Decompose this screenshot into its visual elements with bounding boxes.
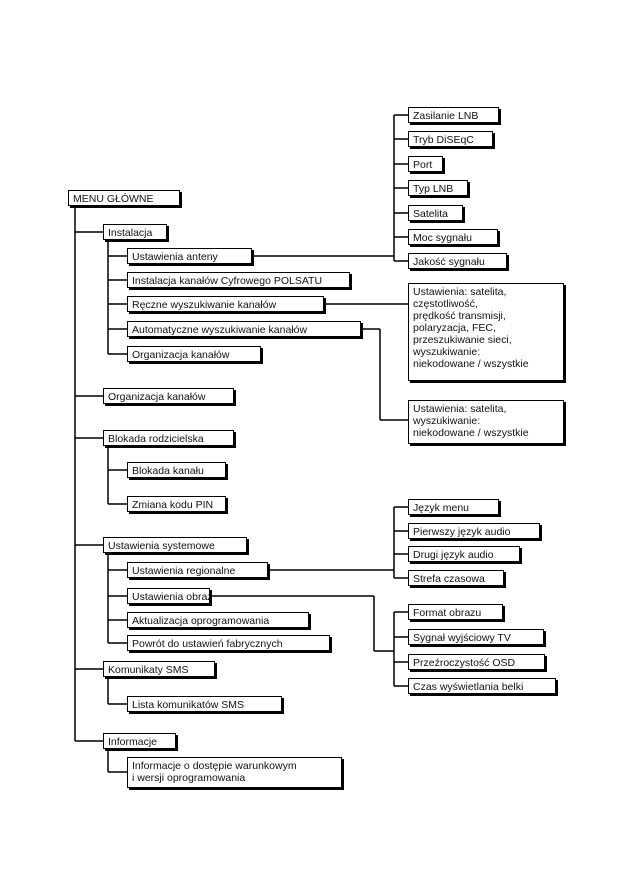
regional-param-strefa: Strefa czasowa: [408, 570, 504, 586]
menu-powrot-fabryczne: Powrót do ustawień fabrycznych: [127, 635, 330, 651]
manual-search-settings: Ustawienia: satelita, częstotliwość, prę…: [408, 283, 564, 381]
regional-param-pierwszy-audio: Pierwszy język audio: [408, 523, 540, 539]
antenna-param-moc: Moc sygnału: [408, 229, 498, 245]
menu-ustawienia-anteny: Ustawienia anteny: [127, 248, 252, 264]
menu-lista-sms: Lista komunikatów SMS: [127, 696, 282, 712]
menu-aktualizacja: Aktualizacja oprogramowania: [127, 612, 309, 628]
menu-ustawienia-regionalne: Ustawienia regionalne: [127, 562, 268, 578]
menu-reczne-wyszukiwanie: Ręczne wyszukiwanie kanałów: [127, 296, 324, 312]
menu-organizacja-kanalow-sub: Organizacja kanałów: [127, 346, 261, 362]
menu-instalacja: Instalacja: [103, 224, 167, 240]
antenna-param-port: Port: [408, 156, 443, 172]
menu-ustawienia-systemowe: Ustawienia systemowe: [103, 537, 247, 553]
menu-zmiana-kodu-pin: Zmiana kodu PIN: [127, 496, 226, 512]
menu-ustawienia-obrazu: Ustawienia obrazu: [127, 588, 210, 604]
menu-blokada-kanalu: Blokada kanału: [127, 462, 226, 478]
menu-informacje-detail: Informacje o dostępie warunkowym i wersj…: [127, 757, 342, 788]
regional-param-jezyk-menu: Język menu: [408, 499, 499, 515]
regional-param-drugi-audio: Drugi język audio: [408, 546, 520, 562]
antenna-param-diseqc: Tryb DiSEqC: [408, 131, 493, 147]
menu-automatyczne-wyszukiwanie: Automatyczne wyszukiwanie kanałów: [127, 321, 361, 337]
antenna-param-satelita: Satelita: [408, 205, 463, 221]
menu-organizacja-kanalow: Organizacja kanałów: [103, 388, 234, 404]
picture-param-osd: Przeźroczystość OSD: [408, 654, 545, 670]
picture-param-czas-belki: Czas wyświetlania belki: [408, 678, 556, 694]
menu-informacje: Informacje: [103, 733, 176, 749]
menu-blokada-rodzicielska: Blokada rodzicielska: [103, 430, 234, 446]
auto-search-settings: Ustawienia: satelita, wyszukiwanie: niek…: [408, 400, 564, 444]
antenna-param-typ-lnb: Typ LNB: [408, 180, 468, 196]
antenna-param-zasilanie: Zasilanie LNB: [408, 107, 499, 123]
menu-instalacja-kanalow: Instalacja kanałów Cyfrowego POLSATU: [127, 272, 350, 288]
menu-root: MENU GŁÓWNE: [68, 190, 180, 206]
picture-param-format: Format obrazu: [408, 604, 503, 620]
antenna-param-jakosc: Jakość sygnału: [408, 253, 507, 269]
picture-param-sygnal: Sygnał wyjściowy TV: [408, 629, 544, 645]
menu-komunikaty-sms: Komunikaty SMS: [103, 661, 215, 677]
